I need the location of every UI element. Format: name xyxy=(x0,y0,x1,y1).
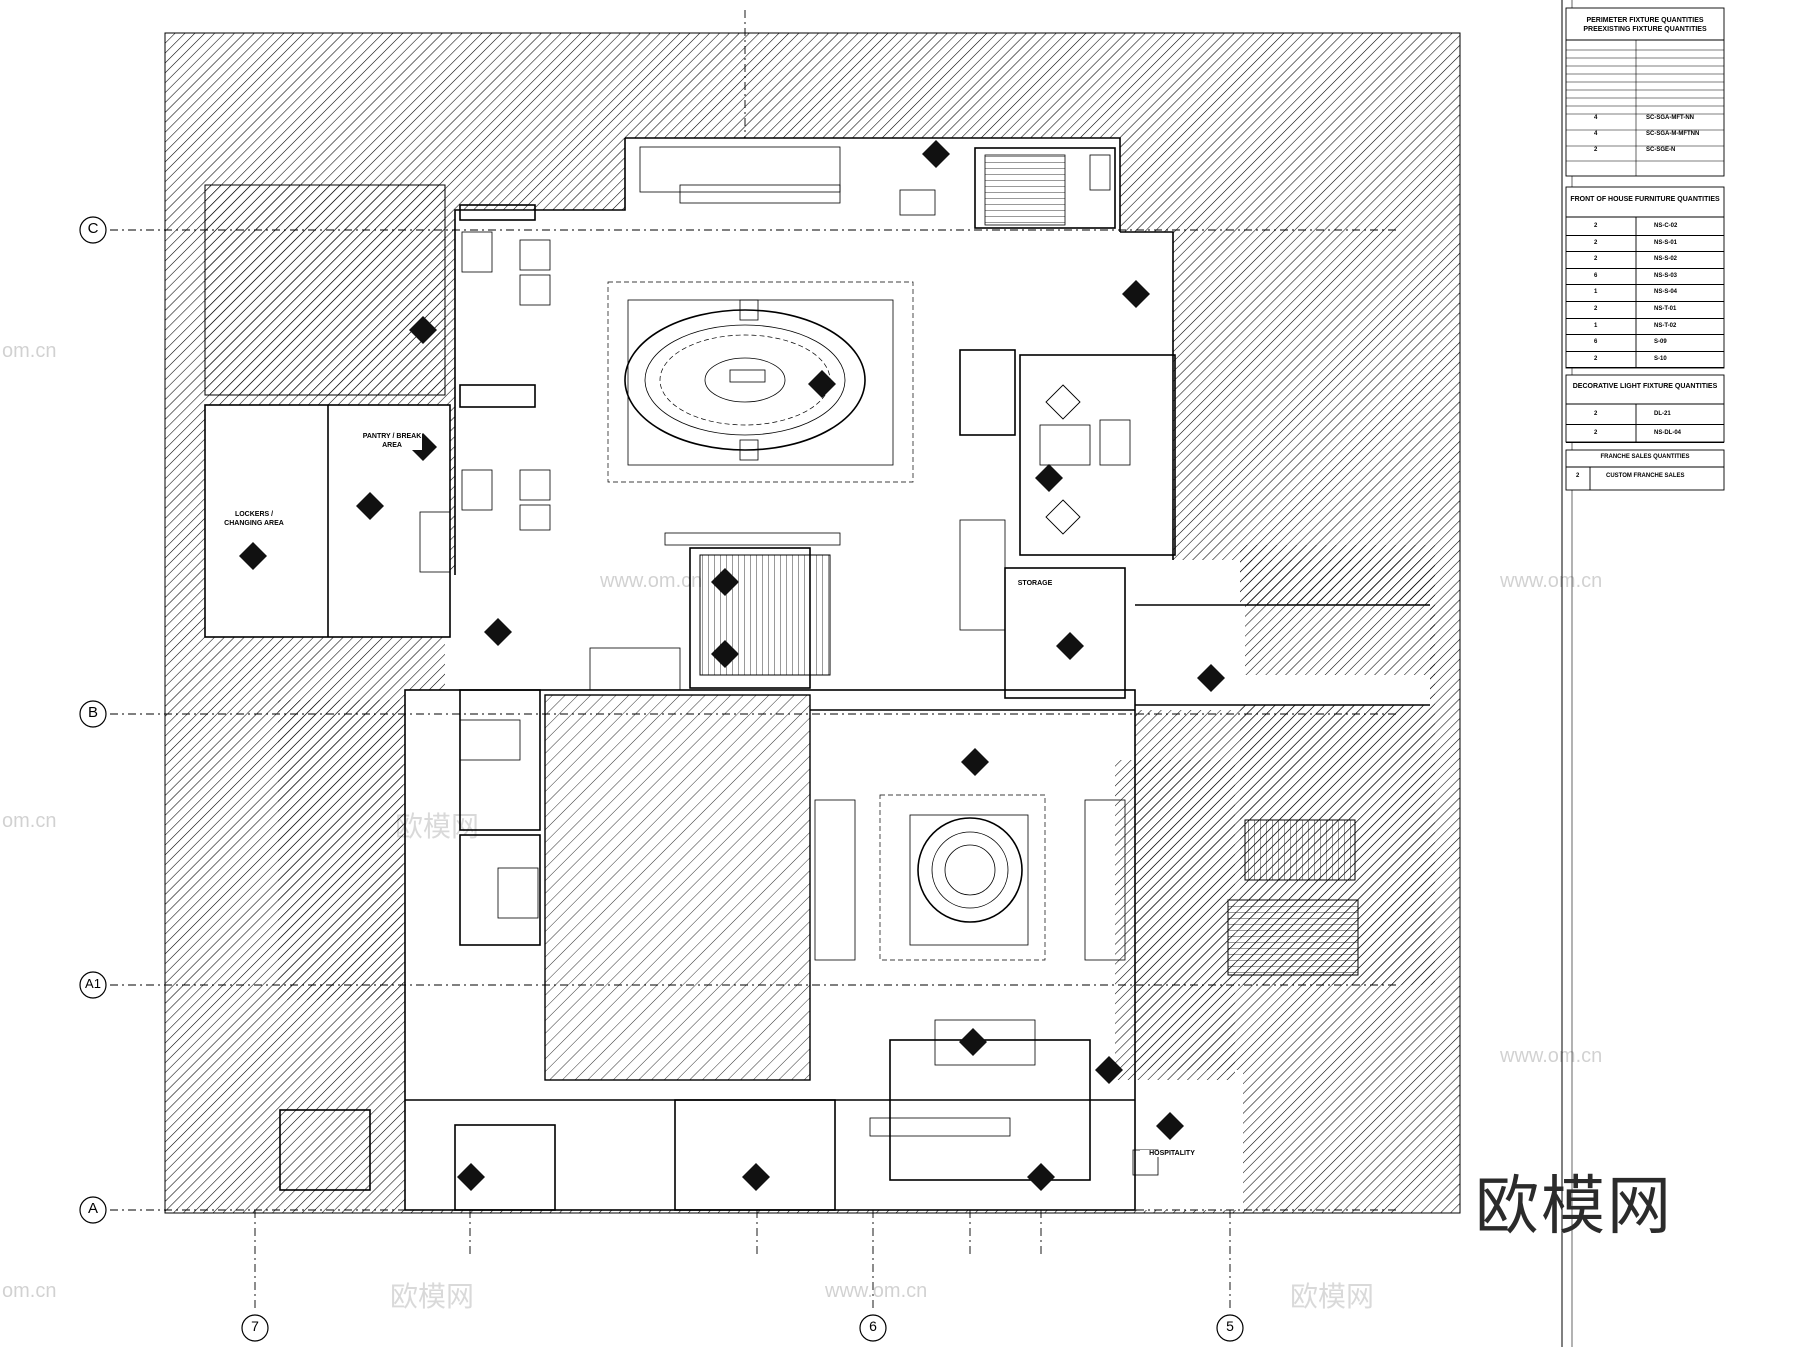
table-row: 1 NS-S-04 xyxy=(1566,284,1724,302)
table-cell-item: SC-SGE-N xyxy=(1646,147,1676,153)
table-cell-item: CUSTOM FRANCHE SALES xyxy=(1606,473,1685,479)
room-label-hospitality: HOSPITALITY xyxy=(1140,1150,1204,1157)
grid-label-b: B xyxy=(87,704,98,721)
room-label-pantry: PANTRY / BREAK AREA xyxy=(362,432,422,450)
table-cell-item: NS-T-02 xyxy=(1654,322,1677,329)
watermark-short: om.cn xyxy=(2,810,57,832)
table-cell-item: NS-S-04 xyxy=(1654,289,1678,296)
table-row: 2 NS-S-01 xyxy=(1566,235,1724,253)
room-label-storage: STORAGE xyxy=(1010,580,1060,587)
table-perimeter-title: PERIMETER FIXTURE QUANTITIES PREEXISTING… xyxy=(1583,17,1707,33)
table-cell-item: NS-S-03 xyxy=(1654,272,1678,279)
table-cell-qty: 2 xyxy=(1594,256,1598,263)
table-cell-item: NS-T-01 xyxy=(1654,306,1677,312)
table-cell-qty: 2 xyxy=(1594,411,1598,417)
table-cell-qty: 6 xyxy=(1594,339,1598,346)
light-fixtures xyxy=(239,140,1225,1191)
watermark-url: www.om.cn xyxy=(600,570,703,592)
table-row: 2 NS-DL-04 xyxy=(1566,424,1724,443)
room-label-lockers: LOCKERS / CHANGING AREA xyxy=(224,510,284,528)
grid-label-a: A xyxy=(87,1200,98,1217)
table-cell-item: NS-C-02 xyxy=(1654,223,1678,229)
table-cell-qty: 2 xyxy=(1594,239,1598,246)
watermark-url: www.om.cn xyxy=(825,1280,928,1302)
table-cell-item: DL-21 xyxy=(1654,411,1671,417)
watermark-logo-faint: 欧模网 xyxy=(395,810,480,843)
watermark-logo: 欧模网 xyxy=(1475,1170,1673,1244)
table-row: 6 NS-S-03 xyxy=(1566,268,1724,286)
table-cell-qty: 1 xyxy=(1594,322,1598,329)
table-decorative-title: DECORATIVE LIGHT FIXTURE QUANTITIES xyxy=(1572,383,1718,390)
table-row: 2 NS-T-01 xyxy=(1566,301,1724,319)
quantity-tables-frames xyxy=(1565,7,1725,491)
table-cell-qty: 2 xyxy=(1594,355,1598,362)
table-cell-qty: 2 xyxy=(1594,306,1598,312)
table-cell-qty: 2 xyxy=(1576,473,1580,479)
table-row: 6 S-09 xyxy=(1566,334,1724,352)
grid-label-a1: A1 xyxy=(85,976,101,991)
table-cell-qty: 2 xyxy=(1594,429,1598,436)
table-cell-item: NS-S-01 xyxy=(1654,239,1678,246)
table-cell-item: SC-SGA-MFT-NN xyxy=(1646,115,1694,121)
table-cell-qty: 4 xyxy=(1594,131,1598,137)
table-row: 2 NS-C-02 xyxy=(1566,218,1724,236)
watermark-short: om.cn xyxy=(2,340,57,362)
watermark-logo-faint: 欧模网 xyxy=(1290,1280,1375,1313)
round-meeting-area xyxy=(814,794,1126,1066)
table-cell-qty: 2 xyxy=(1594,223,1598,229)
watermark-logo-faint: 欧模网 xyxy=(390,1280,475,1313)
grid-label-c: C xyxy=(87,220,99,237)
table-row: 1 NS-T-02 xyxy=(1566,318,1724,336)
table-cell-qty: 4 xyxy=(1594,115,1598,121)
watermark-url: www.om.cn xyxy=(1500,1045,1603,1067)
table-cell-item: S-10 xyxy=(1654,355,1667,362)
grid-label-6: 6 xyxy=(869,1318,877,1334)
grid-label-7: 7 xyxy=(251,1318,259,1334)
table-foh-title: FRONT OF HOUSE FURNITURE QUANTITIES xyxy=(1570,196,1720,203)
table-cell-item: S-09 xyxy=(1654,339,1667,346)
grid-lines xyxy=(110,10,1400,1310)
grid-label-5: 5 xyxy=(1226,1318,1234,1334)
table-row: 2 NS-S-02 xyxy=(1566,251,1724,269)
fixtures xyxy=(419,154,1159,1176)
grid-bubbles xyxy=(79,216,1244,1342)
watermark-short: om.cn xyxy=(2,1280,57,1302)
table-franche-title: FRANCHE SALES QUANTITIES xyxy=(1600,454,1690,460)
table-cell-qty: 2 xyxy=(1594,147,1598,153)
watermark-url: www.om.cn xyxy=(1500,570,1603,592)
table-row: 2 S-10 xyxy=(1566,351,1724,369)
table-cell-qty: 1 xyxy=(1594,289,1598,296)
table-cell-item: NS-DL-04 xyxy=(1654,429,1682,436)
table-cell-item: SC-SGA-M-MFTNN xyxy=(1646,131,1700,137)
table-row: 2 DL-21 xyxy=(1566,405,1724,425)
table-cell-qty: 6 xyxy=(1594,272,1598,279)
table-cell-item: NS-S-02 xyxy=(1654,256,1678,263)
